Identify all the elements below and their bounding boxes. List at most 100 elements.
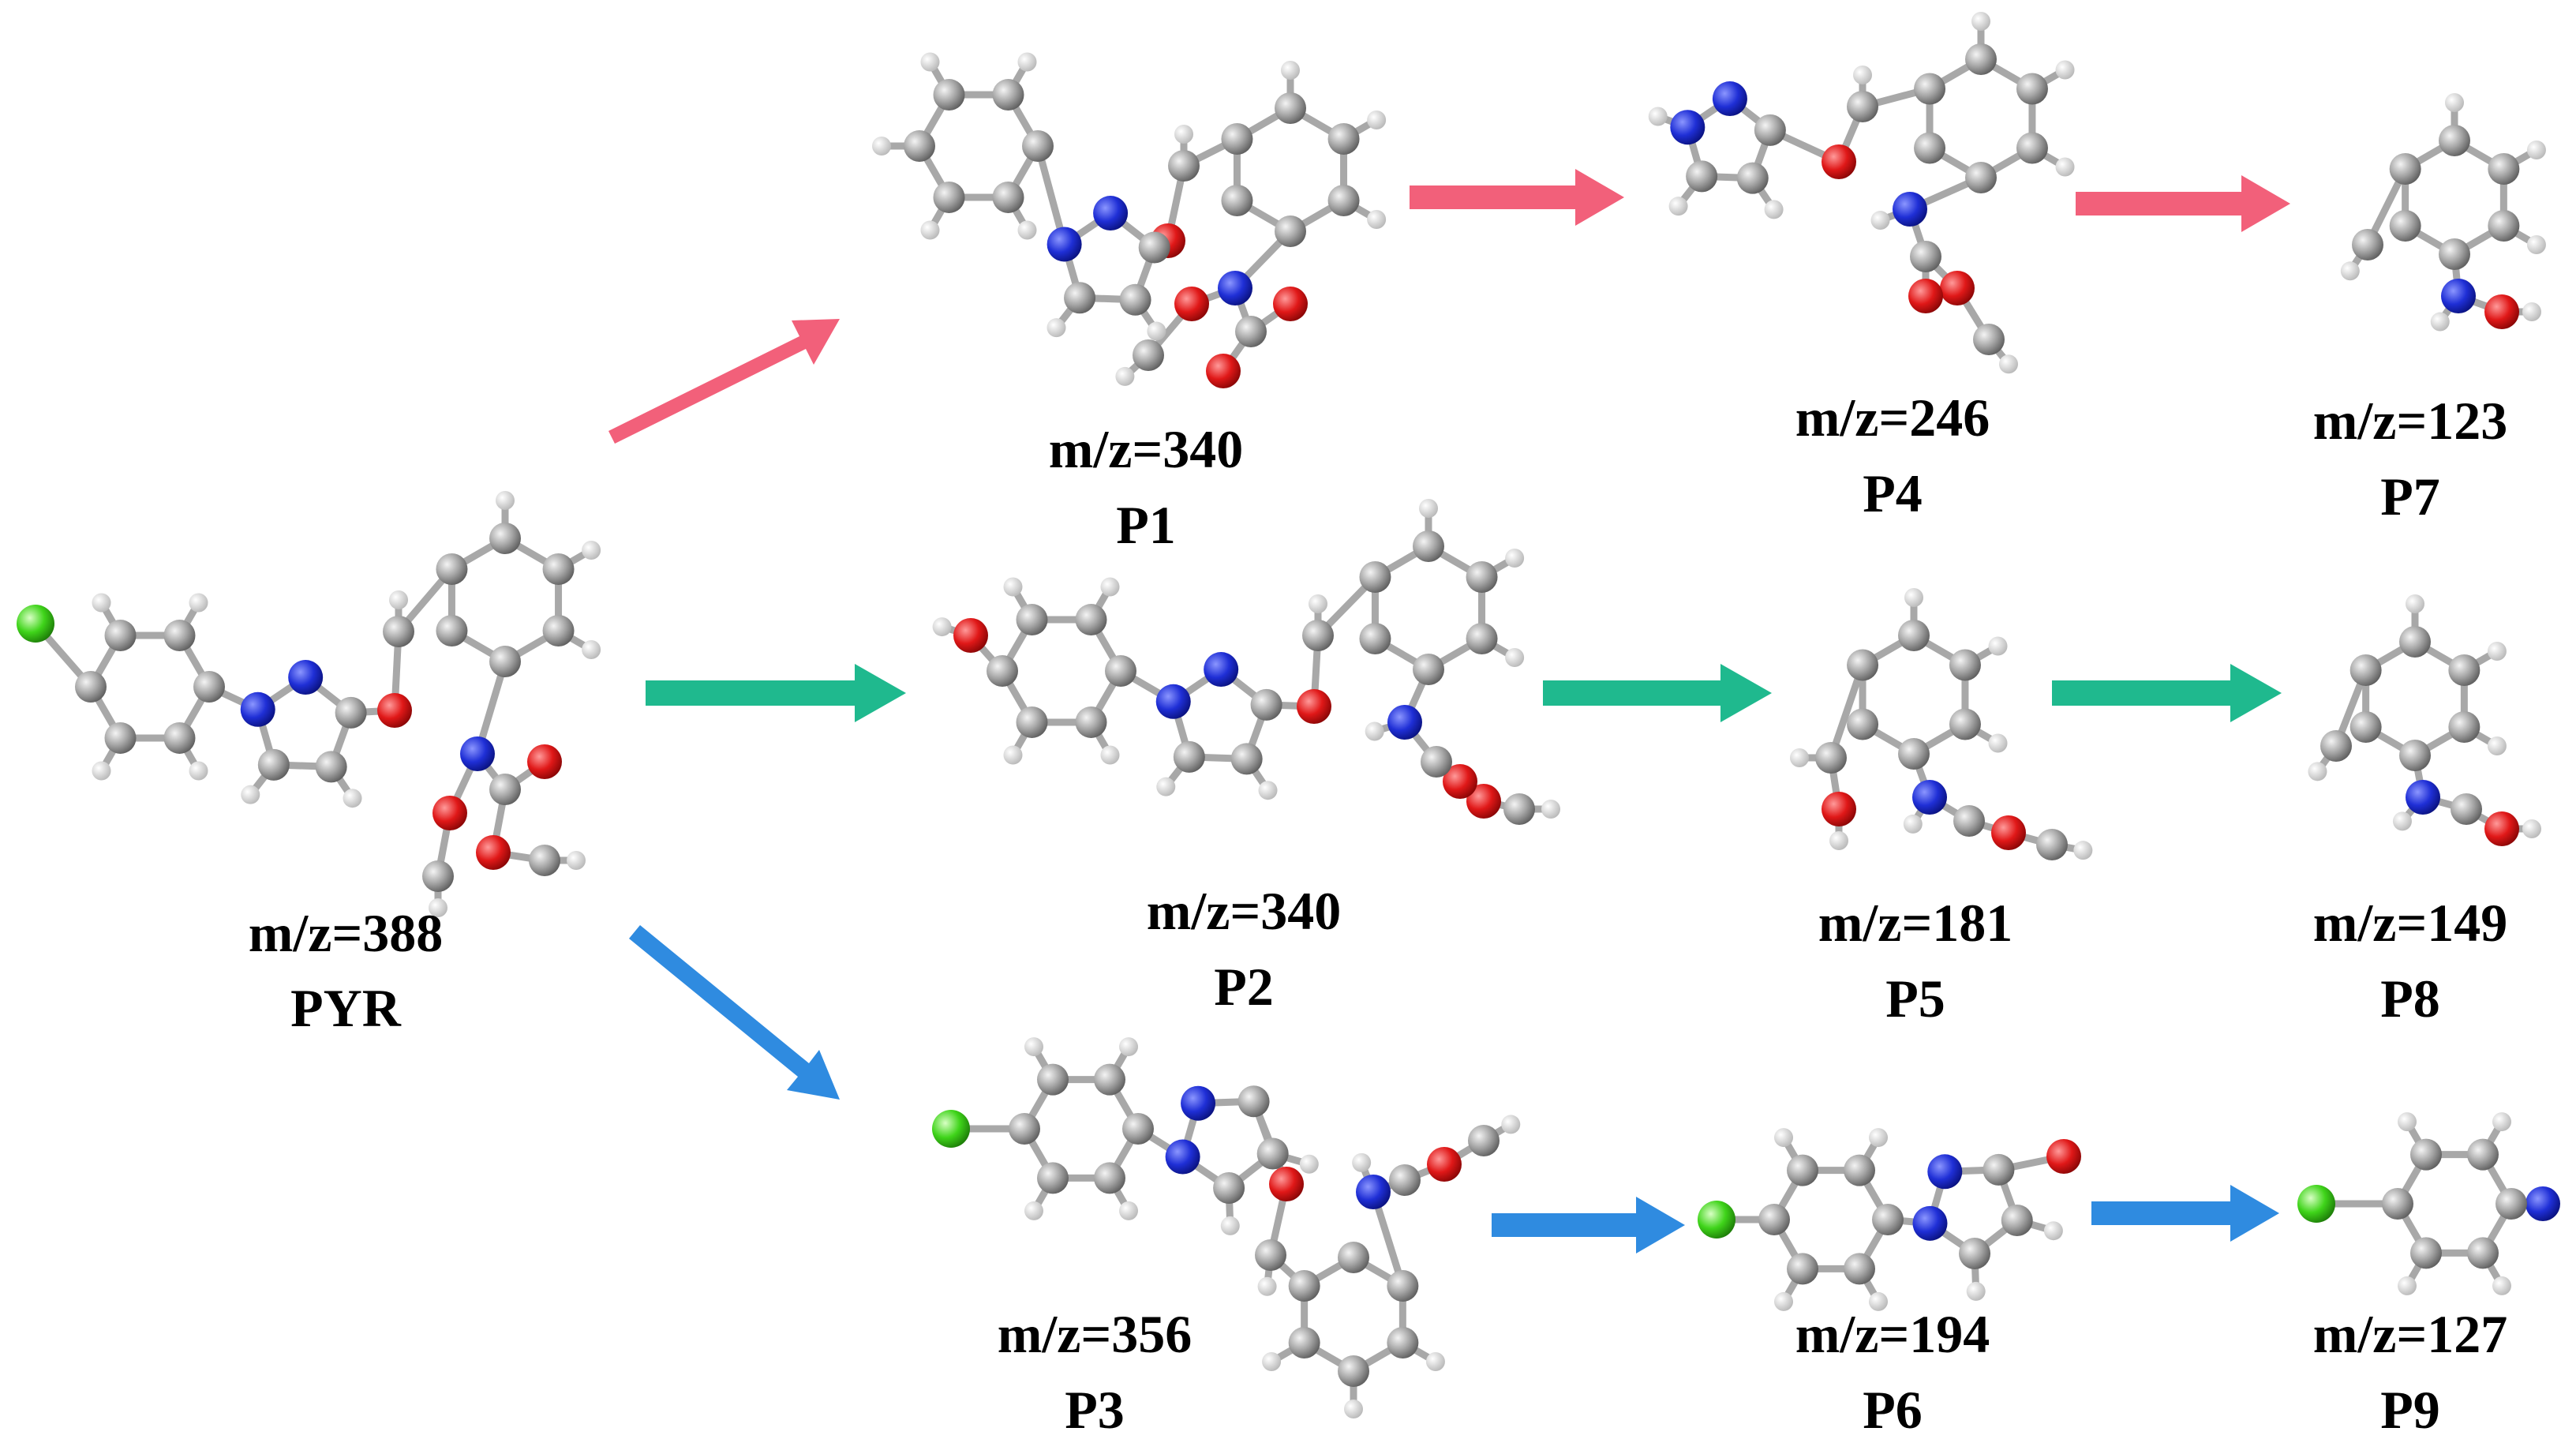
carbon-atom (1250, 688, 1282, 721)
carbon-atom (529, 845, 560, 876)
molecule-p9 (2297, 1112, 2560, 1295)
chlorine-atom (17, 605, 54, 643)
carbon-atom (1468, 1125, 1500, 1156)
hydrogen-atom (1419, 499, 1438, 518)
bond (1827, 661, 1866, 762)
hydrogen-atom (1147, 321, 1166, 341)
arrows (608, 169, 2290, 1254)
molecule-pyr (17, 491, 601, 917)
nitrogen-atom (1093, 196, 1129, 231)
hydrogen-atom (2308, 762, 2327, 781)
carbon-atom (1959, 1237, 1991, 1269)
carbon-atom (1686, 160, 1718, 193)
carbon-atom (1009, 1113, 1040, 1145)
hydrogen-atom (2055, 157, 2075, 177)
nitrogen-atom (1181, 1085, 1216, 1121)
hydrogen-atom (1119, 1037, 1138, 1057)
hydrogen-atom (496, 491, 515, 510)
hydrogen-atom (189, 761, 208, 781)
hydrogen-atom (2055, 60, 2075, 80)
oxygen-atom (432, 796, 467, 830)
carbon-atom (1973, 324, 2005, 355)
hydrogen-atom (1998, 354, 2018, 374)
hydrogen-atom (1100, 745, 1120, 765)
carbon-atom (1221, 123, 1253, 155)
carbon-atom (1872, 1204, 1904, 1235)
oxygen-atom (1466, 784, 1501, 819)
carbon-atom (2389, 153, 2421, 185)
carbon-atom (2448, 654, 2481, 686)
carbon-atom (992, 181, 1024, 213)
molecule-p4 (1648, 12, 2075, 374)
carbon-atom (1413, 654, 1444, 685)
hydrogen-atom (1174, 125, 1193, 144)
carbon-atom (436, 615, 468, 646)
nitrogen-atom (1893, 192, 1927, 227)
carbon-atom (2410, 1237, 2442, 1269)
nitrogen-atom (1927, 1154, 1963, 1190)
carbon-atom (335, 696, 367, 729)
hydrogen-atom (2487, 642, 2507, 661)
oxygen-atom (1206, 354, 1241, 388)
carbon-atom (2399, 626, 2431, 658)
hydrogen-atom (1309, 594, 1327, 613)
nitrogen-atom (1912, 1205, 1948, 1241)
hydrogen-atom (241, 785, 260, 804)
carbon-atom (2439, 125, 2470, 156)
hydrogen-atom (2492, 1112, 2511, 1132)
p4-name-label: P4 (1863, 463, 1923, 523)
carbon-atom (2467, 1237, 2499, 1269)
hydrogen-atom (2526, 235, 2546, 254)
oxygen-atom (1908, 279, 1943, 313)
carbon-atom (1949, 708, 1981, 740)
carbon-atom (1173, 740, 1205, 773)
oxygen-atom (1991, 815, 2026, 850)
carbon-atom (2410, 1138, 2442, 1171)
carbon-atom (542, 615, 575, 646)
carbon-atom (933, 79, 965, 111)
hydrogen-atom (567, 851, 586, 870)
oxygen-atom (476, 835, 511, 870)
hydrogen-atom (920, 220, 940, 240)
carbon-atom (2349, 654, 2382, 686)
arrow-p1-to-p4 (1410, 169, 1624, 226)
p8-mz-label: m/z=149 (2313, 893, 2507, 953)
hydrogen-atom (1046, 318, 1066, 338)
arrow-p2-to-p5 (1543, 664, 1772, 722)
carbon-atom (1122, 1113, 1154, 1145)
oxygen-atom (527, 744, 562, 779)
hydrogen-atom (932, 617, 952, 637)
hydrogen-atom (1156, 777, 1176, 796)
hydrogen-atom (1505, 549, 1525, 568)
carbon-atom (1338, 1242, 1369, 1273)
carbon-atom (2320, 730, 2352, 762)
carbon-atom (1022, 130, 1054, 162)
carbon-atom (1064, 282, 1096, 314)
hydrogen-atom (1100, 577, 1120, 597)
oxygen-atom (1822, 144, 1856, 179)
carbon-atom (1138, 231, 1170, 264)
hydrogen-atom (1966, 1281, 1986, 1301)
labels: m/z=388 PYR m/z=340 P1 m/z=246 P4 m/z=12… (249, 388, 2507, 1440)
p2-mz-label: m/z=340 (1147, 881, 1341, 941)
hydrogen-atom (1425, 1352, 1445, 1371)
carbon-atom (987, 655, 1018, 687)
chlorine-atom (932, 1110, 970, 1148)
carbon-atom (1256, 1137, 1289, 1170)
carbon-atom (257, 748, 290, 781)
nitrogen-atom (1218, 271, 1252, 305)
carbon-atom (193, 671, 225, 703)
hydrogen-atom (189, 593, 208, 613)
carbon-atom (436, 553, 468, 585)
carbon-atom (1466, 623, 1498, 654)
carbon-atom (1037, 1162, 1069, 1194)
nitrogen-atom (1155, 684, 1191, 719)
oxygen-atom (2046, 1139, 2081, 1174)
p5-mz-label: m/z=181 (1818, 893, 2012, 953)
carbon-atom (1105, 655, 1136, 687)
carbon-atom (542, 553, 575, 585)
hydrogen-atom (1119, 1201, 1138, 1220)
oxygen-atom (1269, 1167, 1304, 1201)
hydrogen-atom (2398, 1276, 2417, 1295)
hydrogen-atom (343, 789, 362, 808)
